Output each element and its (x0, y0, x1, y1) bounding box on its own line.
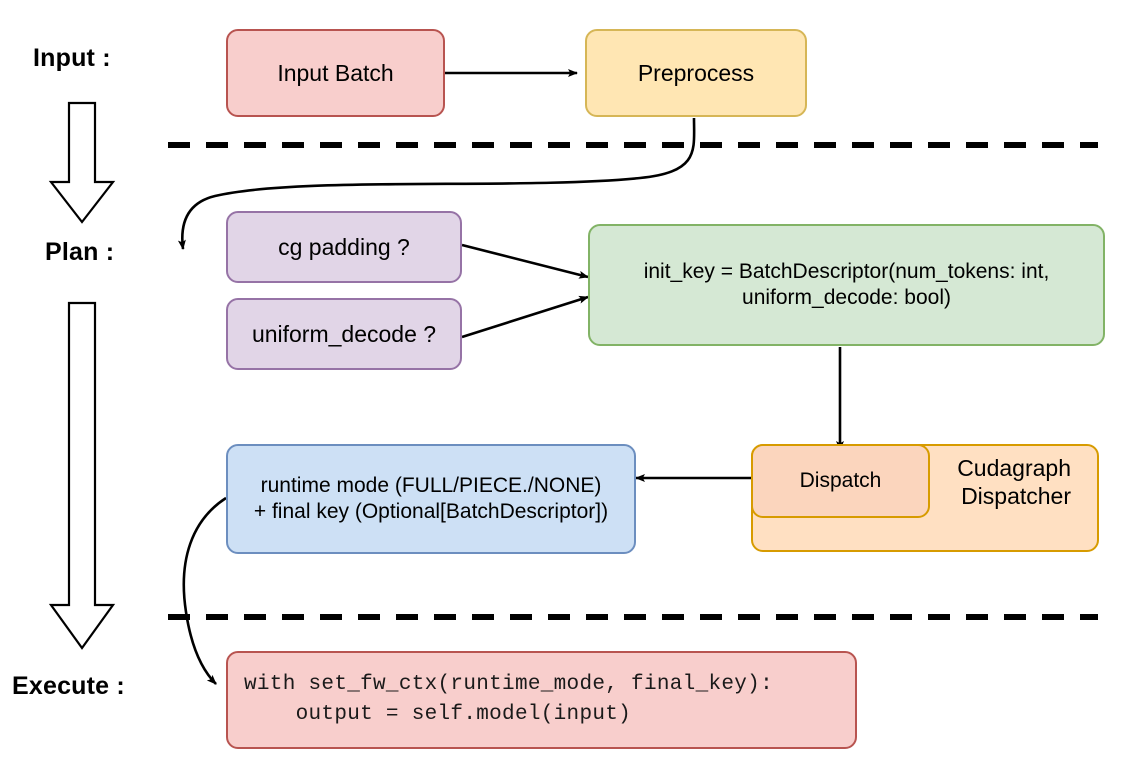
node-dispatch-label: Dispatch (799, 469, 882, 493)
arrow-cg-padding-to-init-key (461, 243, 589, 279)
node-cg-padding-label: cg padding ? (278, 233, 410, 260)
arrow-preprocess-to-cg-padding (177, 117, 696, 250)
node-cg-padding[interactable]: cg padding ? (226, 211, 462, 283)
node-execute-code-line1: with set_fw_ctx(runtime_mode, final_key)… (244, 673, 773, 697)
node-runtime-mode-line1: runtime mode (FULL/PIECE./NONE) (260, 474, 602, 498)
node-uniform-decode[interactable]: uniform_decode ? (226, 298, 462, 370)
node-preprocess[interactable]: Preprocess (585, 29, 807, 117)
node-input-batch-label: Input Batch (277, 59, 394, 86)
stage-label-execute: Execute : (12, 672, 125, 700)
node-init-key[interactable]: init_key = BatchDescriptor(num_tokens: i… (588, 224, 1105, 346)
input-to-plan-big-arrow (48, 101, 116, 224)
node-runtime-mode-line2: + final key (Optional[BatchDescriptor]) (253, 500, 609, 523)
arrow-runtime-mode-to-execute-code (182, 496, 227, 685)
node-init-key-line2: uniform_decode: bool) (742, 286, 951, 309)
plan-to-execute-big-arrow (48, 301, 116, 650)
node-dispatch[interactable]: Dispatch (751, 444, 930, 518)
node-preprocess-label: Preprocess (637, 59, 755, 86)
stage-label-input: Input : (33, 44, 111, 72)
node-execute-code-line2: output = self.model(input) (244, 703, 632, 726)
node-cudagraph-dispatcher-line2: Dispatcher (961, 483, 1071, 510)
node-uniform-decode-label: uniform_decode ? (251, 320, 437, 347)
stage-label-plan: Plan : (45, 238, 115, 266)
node-cudagraph-dispatcher-line1: Cudagraph (957, 455, 1071, 481)
node-input-batch[interactable]: Input Batch (226, 29, 445, 117)
node-runtime-mode[interactable]: runtime mode (FULL/PIECE./NONE) + final … (226, 444, 636, 554)
arrow-uniform-decode-to-init-key (461, 295, 589, 339)
node-execute-code[interactable]: with set_fw_ctx(runtime_mode, final_key)… (226, 651, 857, 749)
node-init-key-line1: init_key = BatchDescriptor(num_tokens: i… (643, 260, 1050, 284)
